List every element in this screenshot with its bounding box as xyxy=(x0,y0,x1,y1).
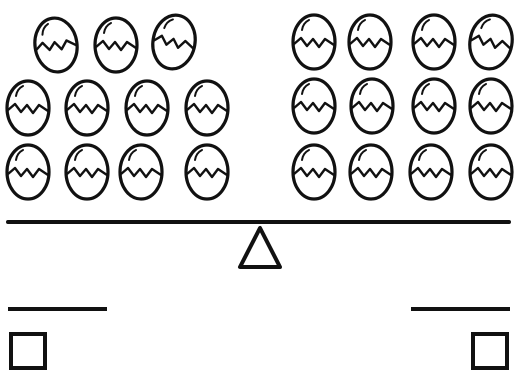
left-egg xyxy=(93,16,139,74)
balance-fulcrum xyxy=(238,226,282,269)
right-egg xyxy=(468,13,514,71)
right-egg xyxy=(349,77,395,135)
checkbox-left[interactable] xyxy=(9,332,47,370)
right-egg xyxy=(411,77,457,135)
left-egg-group xyxy=(5,13,230,201)
left-egg xyxy=(33,16,79,74)
left-egg xyxy=(124,79,170,137)
left-egg xyxy=(64,143,110,201)
left-egg xyxy=(184,79,230,137)
right-egg xyxy=(291,13,337,71)
left-egg xyxy=(118,143,164,201)
right-egg xyxy=(291,77,337,135)
checkbox-right[interactable] xyxy=(471,332,509,370)
right-egg-group xyxy=(291,13,514,201)
left-egg xyxy=(64,79,110,137)
left-egg xyxy=(5,143,51,201)
right-egg xyxy=(468,77,514,135)
left-egg xyxy=(151,13,197,71)
right-egg xyxy=(411,13,457,71)
left-egg xyxy=(184,143,230,201)
right-egg xyxy=(348,143,394,201)
right-egg xyxy=(291,143,337,201)
right-egg xyxy=(347,13,393,71)
left-egg xyxy=(5,79,51,137)
right-egg xyxy=(408,143,454,201)
right-egg xyxy=(468,143,514,201)
